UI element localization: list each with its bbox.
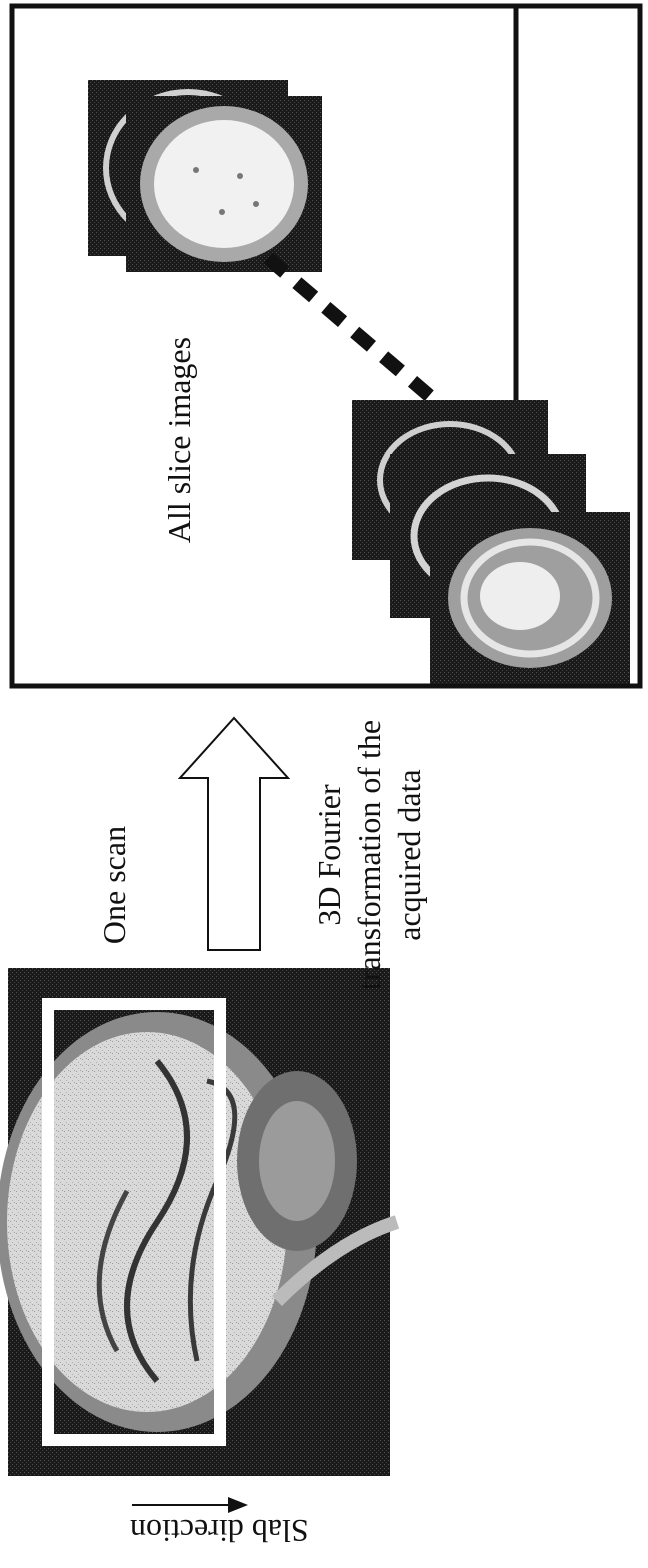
slice-stack-bottom xyxy=(352,400,630,684)
slice-stack-top xyxy=(88,80,322,272)
transform-group: One scan 3D Fourier transformation of th… xyxy=(96,716,427,990)
arrow-right-icon xyxy=(132,1497,248,1513)
slab-direction-label: Slab direction xyxy=(130,1513,309,1549)
transform-label-line-2: transformation of the xyxy=(351,720,387,990)
slice-images-panel: All slice images xyxy=(9,3,643,689)
slab-direction-group: Slab direction xyxy=(130,1497,309,1549)
all-slices-label: All slice images xyxy=(161,337,197,543)
slab-box xyxy=(42,998,226,1446)
one-scan-label: One scan xyxy=(96,826,132,944)
transform-label-line-3: acquired data xyxy=(391,769,427,940)
hollow-arrow-up-icon xyxy=(177,716,291,951)
dashed-connector xyxy=(263,252,437,404)
sagittal-mri-image xyxy=(0,968,400,1476)
transform-label-line-1: 3D Fourier xyxy=(311,784,347,926)
